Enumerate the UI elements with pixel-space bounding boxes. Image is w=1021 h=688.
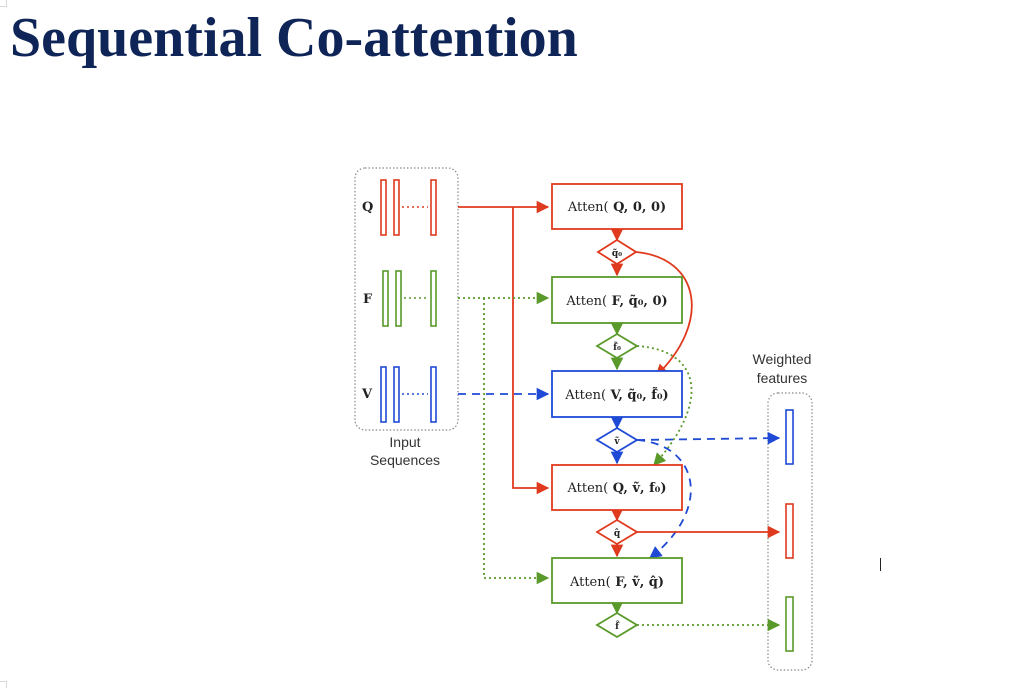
step-5-args: F, ṽ, q̂) xyxy=(611,575,664,590)
input-label-q: Q xyxy=(362,200,373,215)
output-caption-line1: Weighted xyxy=(753,351,812,367)
v-feature-bars-icon xyxy=(380,366,437,423)
text-cursor-icon xyxy=(880,558,881,571)
attention-step-4: Atten( Q, ṽ, f₀) xyxy=(551,464,683,511)
step-3-call: Atten( xyxy=(564,388,606,403)
output-caption-line2: features xyxy=(757,370,808,386)
connectors xyxy=(458,200,781,632)
attention-step-1: Atten( Q, 0, 0) xyxy=(551,183,683,230)
step-1-args: Q, 0, 0) xyxy=(609,200,667,215)
output-f0-label: f̃₀ xyxy=(613,341,621,353)
corner-mark-bottom-left xyxy=(0,681,7,688)
svg-text:Atten( Q, ṽ, f₀): Atten( Q, ṽ, f₀) xyxy=(566,481,666,496)
svg-text:Atten( V, q̃₀, f̃₀): Atten( V, q̃₀, f̃₀) xyxy=(564,387,668,403)
svg-text:Atten( Q, 0, 0): Atten( Q, 0, 0) xyxy=(567,200,666,215)
slide-title: Sequential Co-attention xyxy=(10,7,578,69)
weighted-q-bar-icon xyxy=(785,503,794,559)
step-4-args: Q, ṽ, f₀) xyxy=(608,481,666,496)
f0-to-step4-arrow xyxy=(636,345,693,466)
output-q0-label: q̃₀ xyxy=(612,248,622,259)
output-diamond-qhat-icon: q̂ xyxy=(595,518,639,546)
output-diamond-q0-icon: q̃₀ xyxy=(596,238,638,266)
weighted-v-bar-icon xyxy=(785,409,794,465)
q-feature-bars-icon xyxy=(380,179,437,236)
step-4-call: Atten( xyxy=(566,481,608,496)
step-3-args: V, q̃₀, f̃₀) xyxy=(606,387,669,403)
output-diamond-fhat-icon: f̂ xyxy=(595,611,639,639)
input-label-v: V xyxy=(361,387,373,402)
input-sequences-group: Q F V Input Sequences xyxy=(354,167,459,468)
attention-step-3: Atten( V, q̃₀, f̃₀) xyxy=(551,370,683,418)
step-2-call: Atten( xyxy=(565,294,607,309)
input-caption-line1: Input xyxy=(389,434,420,450)
step-5-call: Atten( xyxy=(569,575,611,590)
v-to-output-arrow xyxy=(636,431,781,445)
q-to-step4-arrow xyxy=(512,207,550,495)
attention-step-2: Atten( F, q̃₀, 0) xyxy=(551,276,683,324)
f-feature-bars-icon xyxy=(382,270,437,327)
f-to-step5-arrow xyxy=(483,298,550,585)
output-diamond-v-icon: ṽ xyxy=(595,426,639,454)
svg-text:Atten( F, q̃₀, 0): Atten( F, q̃₀, 0) xyxy=(565,294,667,309)
weighted-features-group: Weighted features xyxy=(753,351,813,671)
q0-to-step3-arrow xyxy=(635,251,693,377)
svg-text:Atten( F, ṽ, q̂): Atten( F, ṽ, q̂) xyxy=(569,575,664,590)
output-fhat-label: f̂ xyxy=(615,620,620,632)
weighted-f-bar-icon xyxy=(785,596,794,652)
step-1-call: Atten( xyxy=(567,200,609,215)
input-caption-line2: Sequences xyxy=(370,452,440,468)
output-diamond-f0-icon: f̃₀ xyxy=(595,332,639,360)
output-qhat-label: q̂ xyxy=(614,528,621,539)
v-to-step5-arrow xyxy=(636,439,692,559)
input-label-f: F xyxy=(363,292,373,307)
corner-mark-top-left xyxy=(0,0,7,7)
step-2-args: F, q̃₀, 0) xyxy=(607,294,668,309)
attention-step-5: Atten( F, ṽ, q̂) xyxy=(551,557,683,604)
output-v-label: ṽ xyxy=(613,436,620,447)
